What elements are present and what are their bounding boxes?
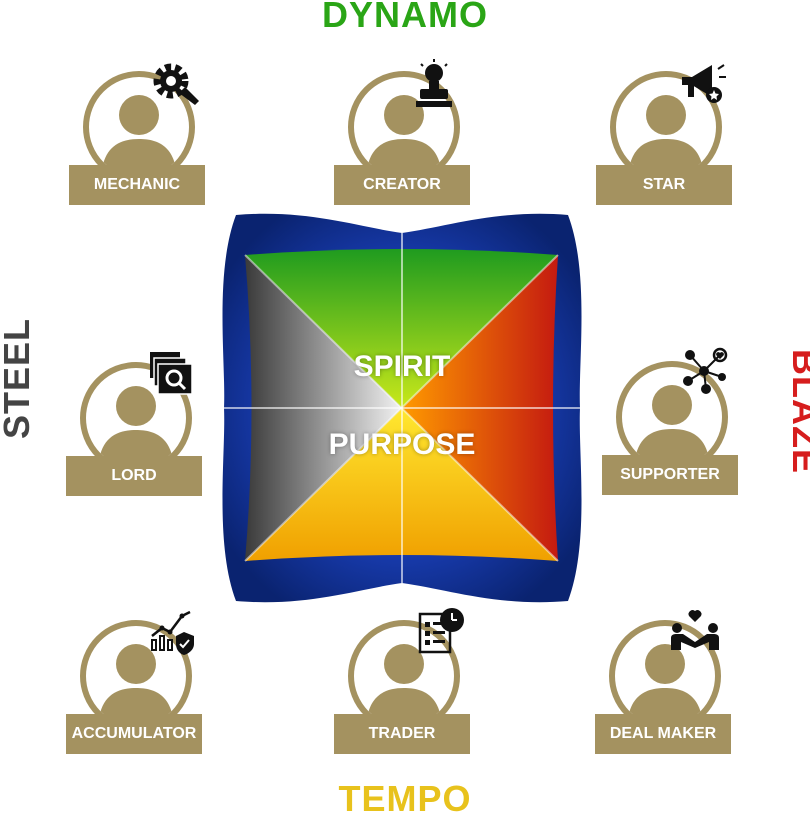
spirit-text: SPIRIT [353, 350, 451, 383]
role-label: LORD [66, 456, 202, 496]
role-mechanic: MECHANIC [69, 63, 209, 221]
role-deal-maker: DEAL MAKER [595, 610, 735, 770]
central-quadrant-diagram [222, 213, 582, 603]
chart-shield-icon [148, 606, 196, 655]
role-trader: TRADER [334, 608, 474, 770]
role-label: SUPPORTER [602, 455, 738, 495]
clipboard-clock-icon [418, 606, 466, 654]
network-heart-icon [680, 347, 728, 395]
role-accumulator: ACCUMULATOR [66, 610, 206, 770]
role-star: STAR [596, 64, 736, 221]
folder-search-icon [148, 350, 196, 398]
blaze-label: BLAZE [785, 349, 810, 474]
purpose-text: PURPOSE [328, 428, 476, 461]
lightbulb-stamp-icon [410, 59, 458, 107]
role-label: STAR [596, 165, 732, 205]
role-label: ACCUMULATOR [66, 714, 202, 754]
megaphone-icon [678, 59, 726, 107]
role-supporter: SUPPORTER [602, 347, 742, 511]
tempo-label: TEMPO [338, 778, 472, 819]
role-lord: LORD [66, 352, 206, 512]
role-label: MECHANIC [69, 165, 205, 205]
gear-wrench-icon [149, 57, 199, 105]
role-creator: CREATOR [334, 59, 474, 221]
dynamo-label: DYNAMO [322, 0, 488, 35]
handshake-people-icon [669, 606, 719, 654]
role-label: DEAL MAKER [595, 714, 731, 754]
role-label: TRADER [334, 714, 470, 754]
role-label: CREATOR [334, 165, 470, 205]
steel-label: STEEL [0, 317, 37, 439]
